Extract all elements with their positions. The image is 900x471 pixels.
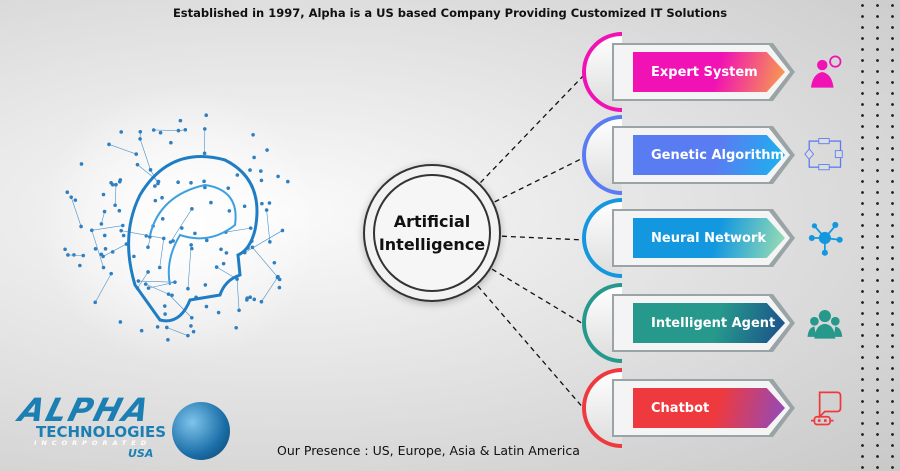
logo-line2: TECHNOLOGIES — [36, 423, 167, 441]
item-label: Neural Network — [633, 218, 785, 258]
connector-line — [494, 156, 586, 203]
logo-line4: USA — [128, 447, 154, 460]
center-title-line1: Artificial — [393, 212, 471, 231]
center-title-line2: Intelligence — [378, 235, 486, 254]
brain-globe-image — [40, 85, 320, 365]
connector-line — [491, 268, 586, 326]
network-node-icon — [808, 221, 843, 256]
connector-line — [501, 235, 586, 241]
ai-item-intelligent-agent[interactable]: Intelligent Agent — [582, 281, 852, 365]
presence-text: Our Presence : US, Europe, Asia & Latin … — [277, 443, 580, 458]
ai-item-expert-system[interactable]: Expert System — [582, 30, 852, 114]
logo-name: ALPHA — [14, 391, 156, 429]
group-users-icon — [807, 309, 843, 339]
item-label: Genetic Algorithm — [633, 135, 785, 175]
item-label: Expert System — [633, 52, 785, 92]
connector-line — [480, 73, 586, 184]
flowchart-icon — [804, 138, 843, 171]
ai-item-chatbot[interactable]: Chatbot — [582, 366, 852, 450]
logo-line3: INCORPORATED — [34, 439, 152, 447]
globe-icon — [172, 402, 230, 460]
chatbot-icon — [810, 391, 842, 426]
company-logo: ALPHA TECHNOLOGIES INCORPORATED USA — [15, 391, 167, 460]
connector-line — [477, 285, 586, 411]
center-circle: Artificial Intelligence — [363, 164, 501, 302]
tagline: Established in 1997, Alpha is a US based… — [172, 6, 728, 20]
dot-pattern — [855, 0, 900, 471]
ai-item-genetic-algorithm[interactable]: Genetic Algorithm — [582, 113, 852, 197]
item-label: Intelligent Agent — [633, 303, 785, 343]
ai-item-neural-network[interactable]: Neural Network — [582, 196, 852, 280]
item-label: Chatbot — [633, 388, 785, 428]
expert-user-icon — [810, 55, 842, 88]
